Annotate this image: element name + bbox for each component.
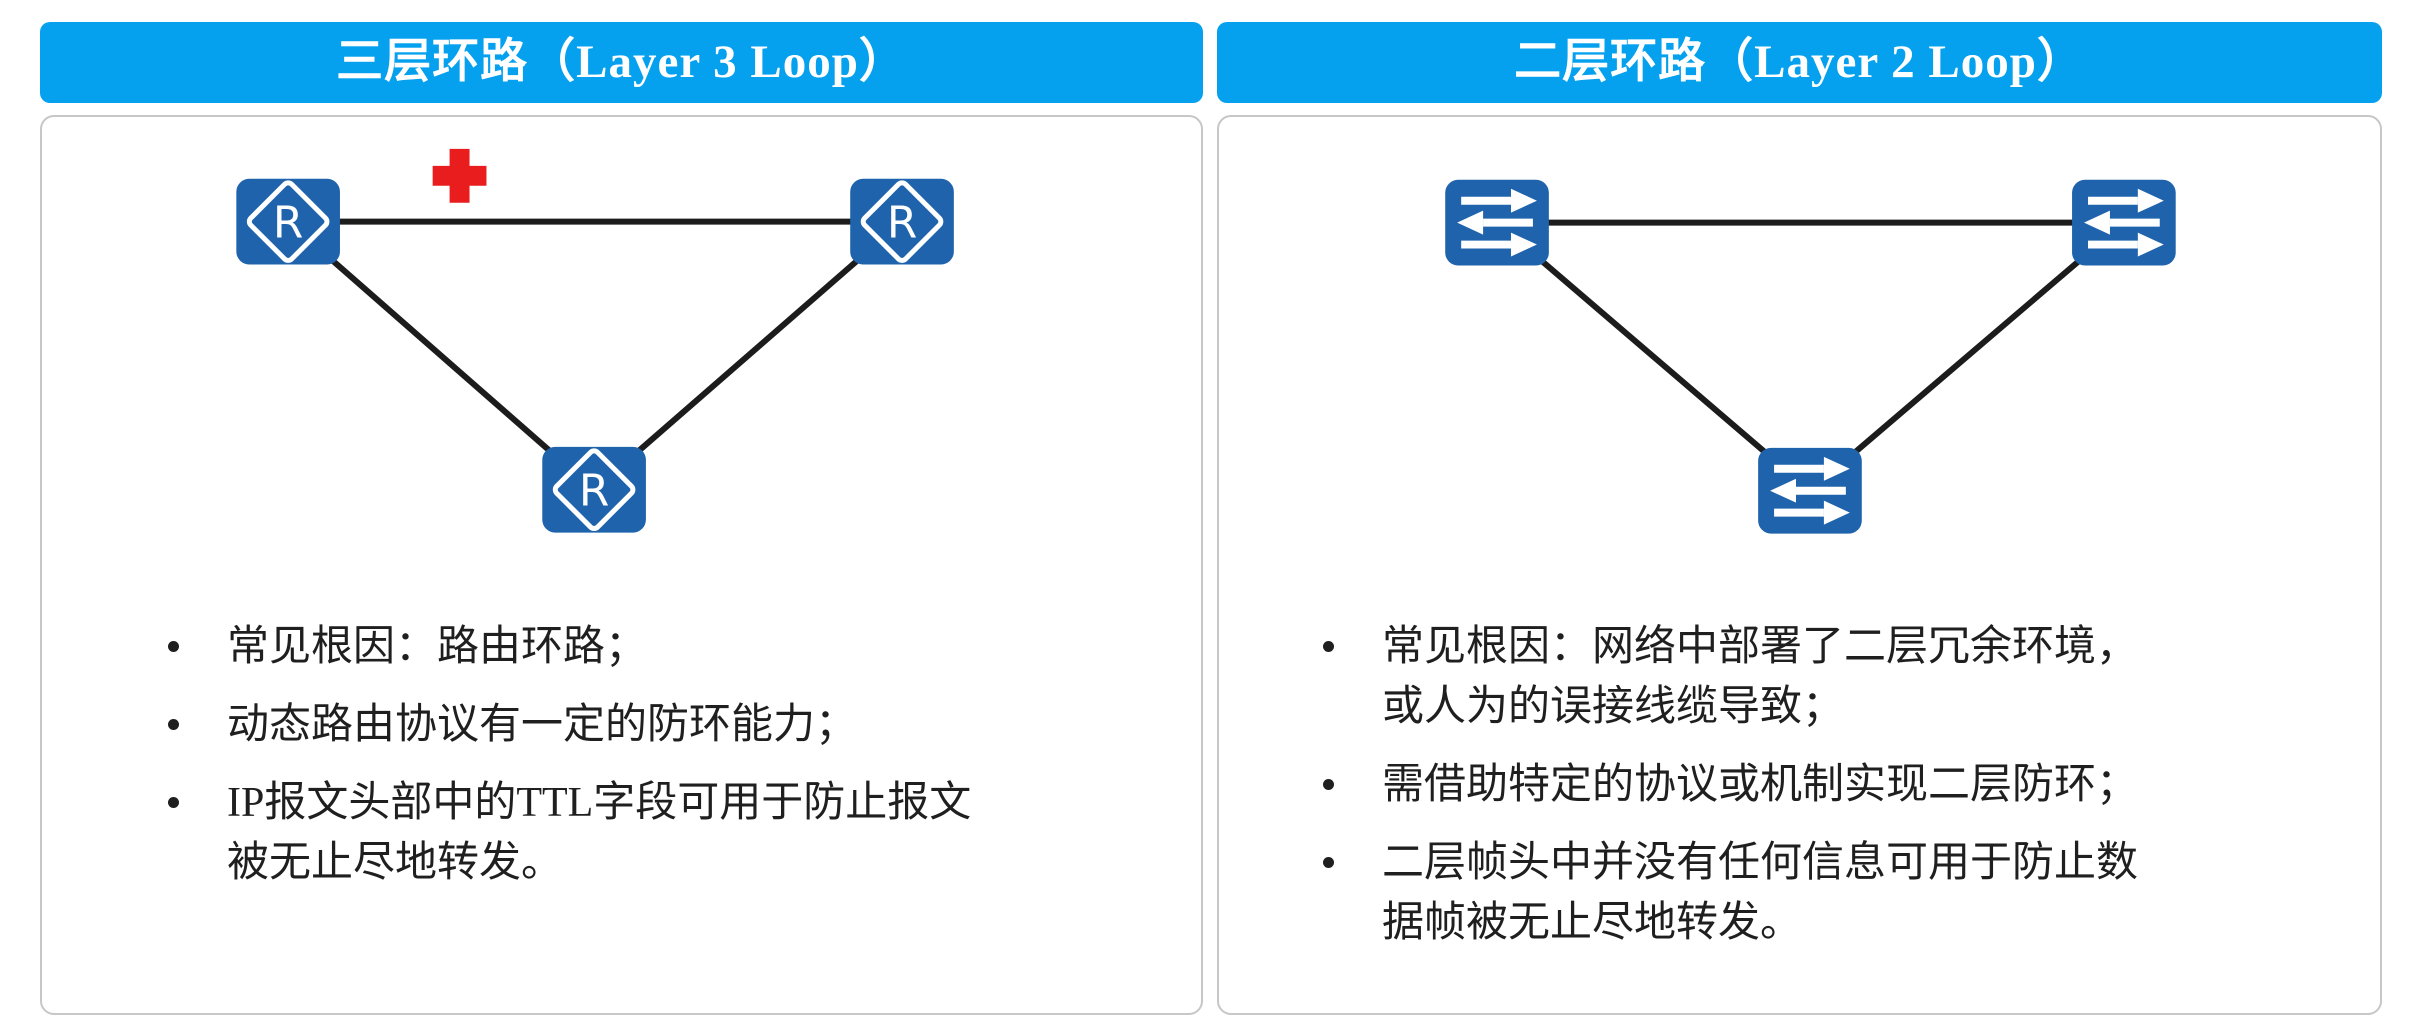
switch-node-top-right [2072, 180, 2176, 266]
layer2-topology-diagram [1219, 117, 2380, 592]
layer2-body: 常见根因：网络中部署了二层冗余环境， 或人为的误接线缆导致； 需借助特定的协议或机… [1217, 115, 2382, 1015]
panel-layer3: 三层环路（Layer 3 Loop） R [40, 22, 1203, 1015]
bullet-dot [168, 719, 179, 730]
bullet-item: 常见根因：路由环路； [168, 617, 1171, 677]
bullet-text: 需借助特定的协议或机制实现二层防环； [1382, 762, 2139, 808]
bullet-item: 二层帧头中并没有任何信息可用于防止数 据帧被无止尽地转发。 [1323, 833, 2350, 953]
bullet-text: 常见根因：路由环路； [227, 624, 648, 670]
layer3-body: R 常见根因：路由环路； 动态路由协议有一定的防环能力； IP报文头部中的TTL字段… [40, 115, 1203, 1015]
panel-layer2: 二层环路（Layer 2 Loop） [1217, 22, 2382, 1015]
slide: 三层环路（Layer 3 Loop） R [40, 22, 2382, 1015]
bullet-item: 动态路由协议有一定的防环能力； [168, 695, 1171, 755]
link-left [286, 219, 597, 492]
bullet-dot [168, 797, 179, 808]
router-node-top-right [850, 179, 954, 265]
layer2-links [1495, 219, 2126, 493]
link-right [1808, 220, 2126, 493]
bullet-dot [1323, 641, 1334, 652]
bullet-text: 动态路由协议有一定的防环能力； [227, 702, 858, 748]
switch-node-top-left [1445, 180, 1549, 266]
layer2-bullets: 常见根因：网络中部署了二层冗余环境， 或人为的误接线缆导致； 需借助特定的协议或机… [1323, 617, 2350, 971]
bullet-text: IP报文头部中的TTL字段可用于防止报文 被无止尽地转发。 [227, 780, 972, 886]
layer3-header: 三层环路（Layer 3 Loop） [40, 22, 1203, 103]
bullet-dot [1323, 779, 1334, 790]
router-node-bottom [542, 447, 646, 533]
error-cross-icon [432, 148, 487, 203]
router-node-top-left [236, 179, 340, 265]
switch-node-bottom [1758, 448, 1862, 534]
bullet-item: 常见根因：网络中部署了二层冗余环境， 或人为的误接线缆导致； [1323, 617, 2350, 737]
bullet-text: 二层帧头中并没有任何信息可用于防止数 据帧被无止尽地转发。 [1382, 840, 2139, 946]
link-left [1495, 220, 1812, 493]
bullet-dot [168, 641, 179, 652]
bullet-text: 常见根因：网络中部署了二层冗余环境， 或人为的误接线缆导致； [1382, 624, 2139, 730]
layer3-title: 三层环路（Layer 3 Loop） [336, 36, 907, 88]
bullet-item: IP报文头部中的TTL字段可用于防止报文 被无止尽地转发。 [168, 773, 1171, 893]
layer3-links [286, 218, 904, 492]
bullet-item: 需借助特定的协议或机制实现二层防环； [1323, 755, 2350, 815]
layer3-bullets: 常见根因：路由环路； 动态路由协议有一定的防环能力； IP报文头部中的TTL字段可用… [168, 617, 1171, 911]
layer3-topology-diagram: R [42, 148, 1201, 592]
layer2-header: 二层环路（Layer 2 Loop） [1217, 22, 2382, 103]
link-right [592, 219, 904, 492]
bullet-dot [1323, 857, 1334, 868]
layer2-title: 二层环路（Layer 2 Loop） [1514, 36, 2085, 88]
